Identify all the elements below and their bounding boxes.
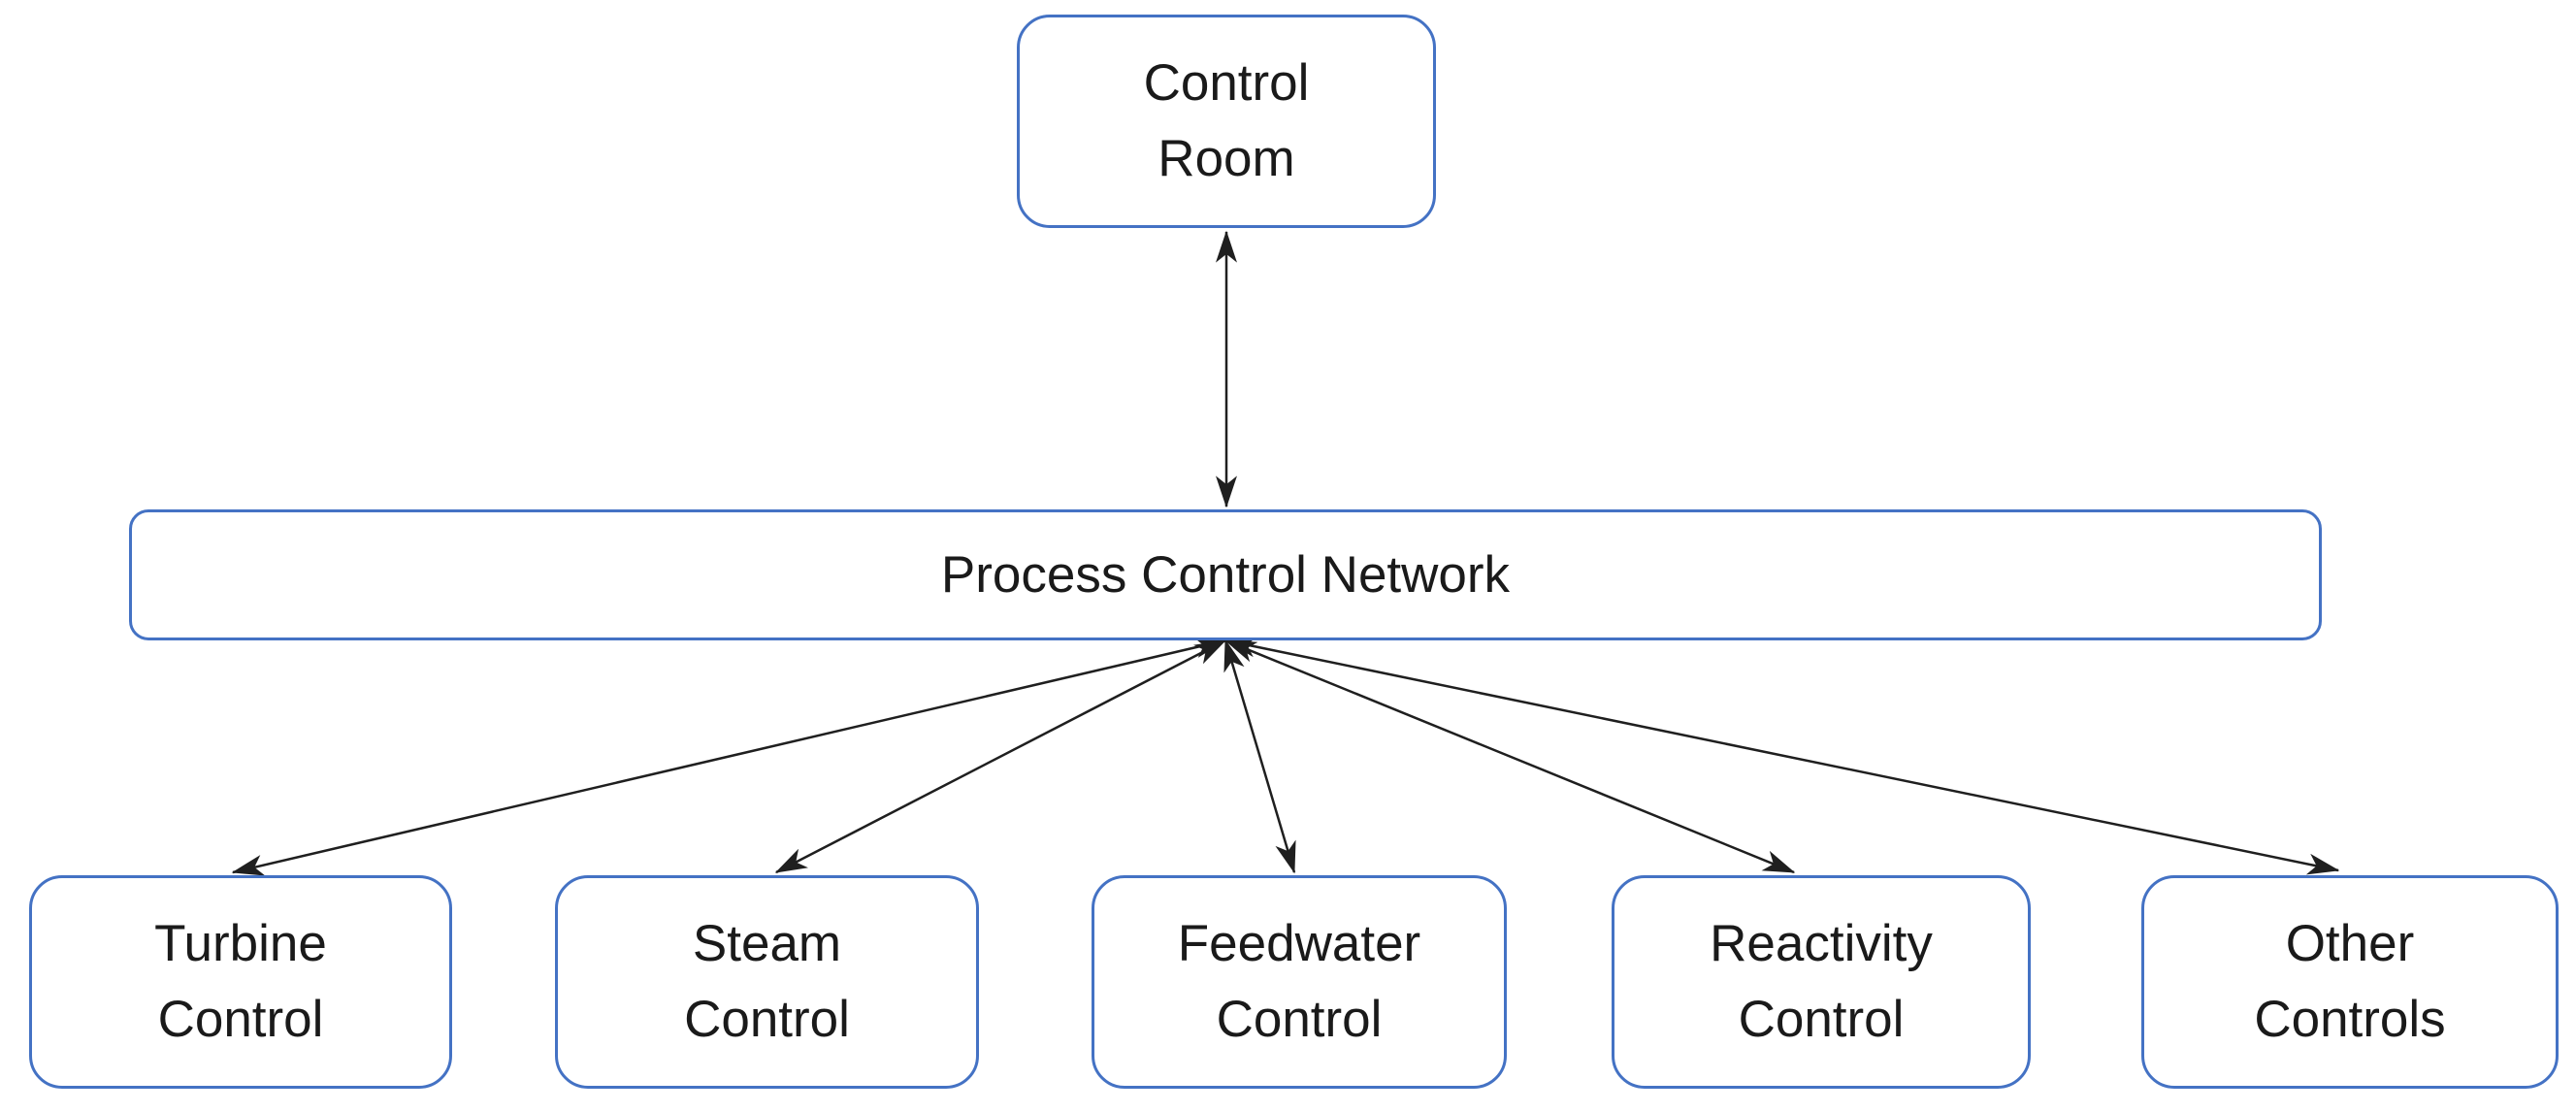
node-other-controls: Other Controls [2141, 875, 2559, 1089]
node-feedwater-control: Feedwater Control [1092, 875, 1507, 1089]
node-control-room: Control Room [1017, 15, 1436, 228]
connector-pcn-steam-control [774, 638, 1227, 874]
node-control-room-label: Control Room [1143, 54, 1310, 187]
node-reactivity-control-label: Reactivity Control [1710, 915, 1933, 1048]
connector-pcn-turbine-control [231, 637, 1227, 876]
node-steam-control: Steam Control [555, 875, 979, 1089]
node-process-control-network: Process Control Network [129, 509, 2322, 640]
node-process-control-network-label: Process Control Network [940, 545, 1511, 604]
node-steam-control-label: Steam Control [684, 915, 850, 1048]
connector-pcn-reactivity-control [1223, 638, 1796, 874]
node-turbine-control: Turbine Control [29, 875, 452, 1089]
connector-pcn-feedwater-control [1223, 638, 1296, 874]
node-turbine-control-label: Turbine Control [154, 915, 327, 1048]
connector-pcn-other-controls [1223, 636, 2340, 875]
node-reactivity-control: Reactivity Control [1612, 875, 2031, 1089]
node-other-controls-label: Other Controls [2254, 915, 2446, 1048]
node-feedwater-control-label: Feedwater Control [1177, 915, 1421, 1048]
